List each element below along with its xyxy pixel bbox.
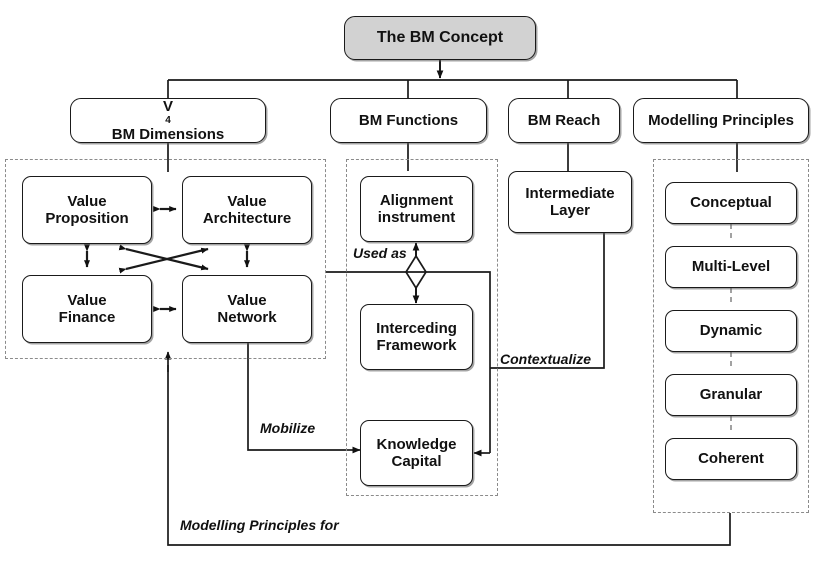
node-label: BM Functions — [358, 111, 459, 129]
node-label-line1: Value — [227, 192, 267, 210]
node-label-line2: Finance — [58, 309, 116, 326]
node-label-line1: Interceding — [376, 319, 457, 337]
node-principle-granular[interactable]: Granular — [665, 374, 797, 416]
edge-label-mobilize: Mobilize — [258, 420, 318, 436]
node-principle-coherent[interactable]: Coherent — [665, 438, 797, 480]
node-interceding-framework[interactable]: Interceding Framework — [360, 304, 473, 370]
node-label-line1: Value — [67, 291, 107, 309]
node-label-line2: Framework — [376, 337, 457, 354]
node-intermediate-layer[interactable]: Intermediate Layer — [508, 171, 632, 233]
node-label: Value Finance — [59, 292, 116, 327]
group-modelling-principles — [653, 159, 809, 513]
node-label: Conceptual — [690, 194, 772, 212]
node-value-architecture[interactable]: Value Architecture — [182, 176, 312, 244]
node-label-line2: Architecture — [202, 210, 292, 227]
node-label-suffix: BM Dimensions — [111, 126, 225, 144]
node-label: Granular — [699, 386, 763, 404]
node-label: Value Proposition — [45, 193, 128, 228]
node-the-bm-concept[interactable]: The BM Concept — [344, 16, 536, 60]
node-label-line2: Proposition — [45, 210, 129, 227]
node-label-line2: Network — [217, 309, 277, 326]
node-label-line1: Value — [227, 291, 267, 309]
node-principle-conceptual[interactable]: Conceptual — [665, 182, 797, 224]
group-bm-functions — [346, 159, 498, 496]
node-value-proposition[interactable]: Value Proposition — [22, 176, 152, 244]
node-label: Interceding Framework — [376, 320, 457, 355]
node-label-line1: Intermediate — [525, 184, 615, 202]
node-label: Dynamic — [699, 322, 763, 340]
edge-label-modelling-principles-for: Modelling Principles for — [178, 517, 341, 533]
edge-label-contextualize: Contextualize — [498, 351, 594, 367]
node-label-line1: Value — [67, 192, 107, 210]
node-principle-dynamic[interactable]: Dynamic — [665, 310, 797, 352]
node-value-finance[interactable]: Value Finance — [22, 275, 152, 343]
node-alignment-instrument[interactable]: Alignment instrument — [360, 176, 473, 242]
node-label-prefix: V — [162, 97, 173, 115]
node-modelling-principles[interactable]: Modelling Principles — [633, 98, 809, 143]
edge-label-used-as: Used as — [351, 245, 409, 261]
node-label: Alignment instrument — [378, 192, 456, 227]
node-label: Value Network — [217, 292, 276, 327]
node-principle-multi-level[interactable]: Multi-Level — [665, 246, 797, 288]
node-label: Coherent — [698, 450, 764, 468]
node-label-line2: Layer — [549, 202, 590, 219]
node-value-network[interactable]: Value Network — [182, 275, 312, 343]
node-label: BM Reach — [527, 111, 601, 129]
node-label: The BM Concept — [376, 28, 504, 46]
node-label-line1: Alignment — [379, 191, 454, 209]
node-label-line1: Knowledge — [376, 435, 457, 453]
node-label: Multi-Level — [691, 258, 771, 276]
node-bm-reach[interactable]: BM Reach — [508, 98, 620, 143]
group-bm-dimensions — [5, 159, 326, 359]
node-label: Value Architecture — [203, 193, 291, 228]
node-label: Intermediate Layer — [525, 185, 614, 220]
node-label-line2: Capital — [391, 453, 442, 470]
node-label-superscript: 4 — [165, 114, 171, 126]
node-label-line2: instrument — [377, 209, 456, 226]
node-label: Knowledge Capital — [376, 436, 456, 471]
node-bm-functions[interactable]: BM Functions — [330, 98, 487, 143]
node-label: Modelling Principles — [648, 111, 794, 129]
node-knowledge-capital[interactable]: Knowledge Capital — [360, 420, 473, 486]
